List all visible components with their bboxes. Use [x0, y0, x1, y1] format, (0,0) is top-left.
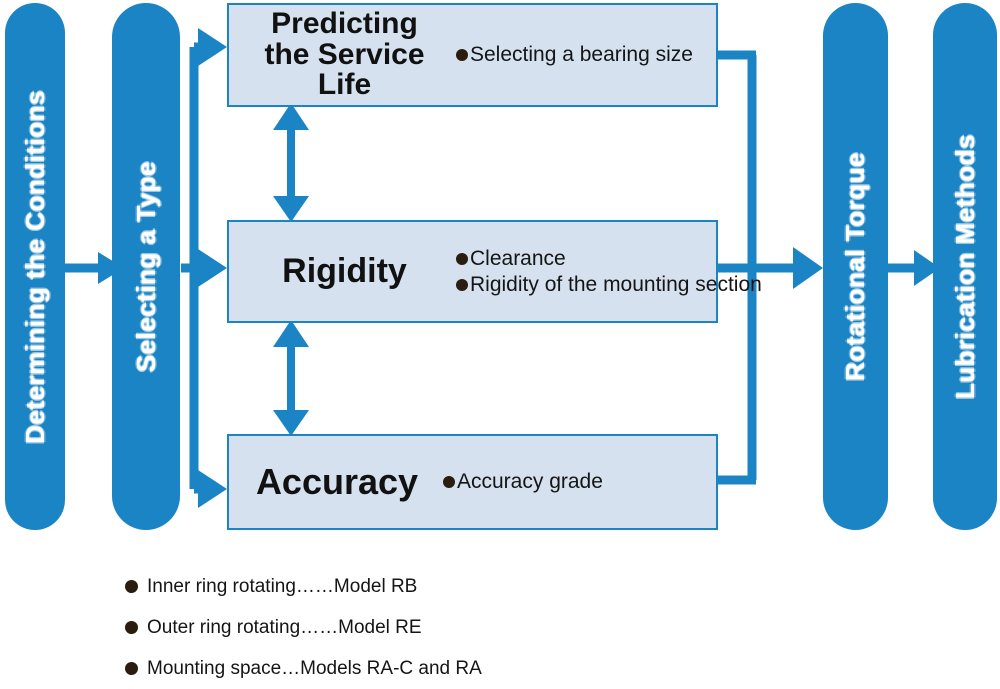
bullet-item: Accuracy grade: [443, 470, 710, 494]
bullet-text: Selecting a bearing size: [470, 43, 693, 66]
box-title: Predicting the Service Life: [264, 7, 425, 102]
legend-item: Outer ring rotating……Model RE: [125, 607, 645, 648]
pill-label: Determining the Conditions: [19, 89, 50, 444]
pill-rotational-torque[interactable]: Rotational Torque: [823, 3, 888, 530]
bullet-dot-icon: [456, 49, 468, 61]
connector-service-life-rigidity: [273, 103, 309, 222]
legend: Inner ring rotating……Model RB Outer ring…: [125, 566, 645, 689]
bullet-dot-icon: [125, 662, 138, 675]
pill-selecting-a-type[interactable]: Selecting a Type: [112, 3, 180, 530]
bullet-item: Selecting a bearing size: [456, 43, 710, 67]
box-bullets: Clearance Rigidity of the mounting secti…: [456, 247, 762, 297]
pill-label: Rotational Torque: [840, 151, 870, 381]
pill-label: Lubrication Methods: [949, 133, 980, 400]
box-title: Rigidity: [282, 252, 407, 291]
bullet-text: Clearance: [470, 246, 566, 270]
pill-lubrication-methods[interactable]: Lubrication Methods: [933, 3, 997, 530]
bullet-dot-icon: [443, 476, 455, 488]
bullet-item: Clearance: [456, 247, 762, 271]
legend-item: Mounting space…Models RA-C and RA: [125, 648, 645, 689]
box-bullets: Accuracy grade: [443, 470, 710, 494]
box-bullets: Selecting a bearing size: [456, 43, 710, 67]
bullet-dot-icon: [125, 580, 138, 593]
box-rigidity[interactable]: Rigidity Clearance Rigidity of the mount…: [227, 220, 762, 323]
pill-label: Selecting a Type: [130, 160, 161, 373]
bullet-dot-icon: [456, 252, 468, 265]
connector-rigidity-accuracy: [273, 320, 309, 436]
legend-text: Inner ring rotating……Model RB: [147, 575, 418, 597]
bullet-dot-icon: [456, 278, 468, 291]
bullet-dot-icon: [125, 621, 138, 634]
box-title: Accuracy: [255, 460, 419, 502]
pill-determining-the-conditions[interactable]: Determining the Conditions: [5, 3, 65, 530]
connector-type-to-boxes: [181, 28, 227, 508]
bullet-text: Accuracy grade: [457, 470, 603, 493]
legend-item: Inner ring rotating……Model RB: [125, 566, 645, 607]
box-accuracy[interactable]: Accuracy Accuracy grade: [227, 434, 718, 530]
bullet-item: Rigidity of the mounting section: [456, 273, 762, 297]
bullet-text: Rigidity of the mounting section: [470, 272, 762, 296]
legend-text: Outer ring rotating……Model RE: [147, 616, 422, 638]
box-predicting-the-service-life[interactable]: Predicting the Service Life Selecting a …: [227, 3, 718, 107]
legend-text: Mounting space…Models RA-C and RA: [147, 657, 482, 679]
